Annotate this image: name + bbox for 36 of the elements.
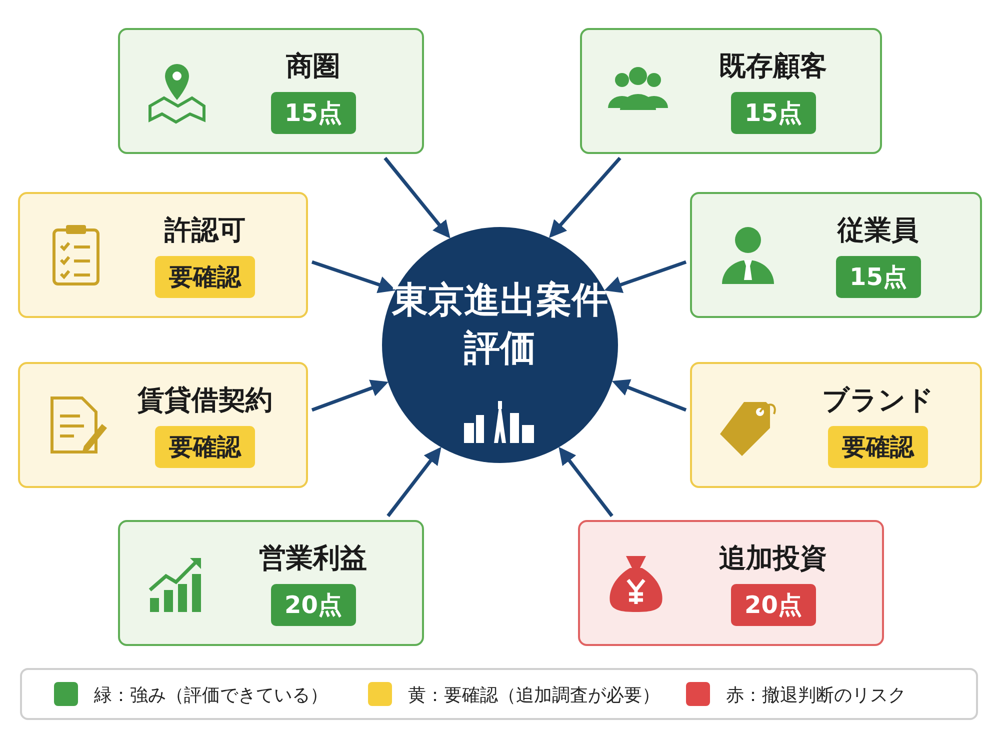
score-badge: 20点 (270, 584, 356, 626)
category-box (18, 362, 308, 488)
box-title: 許認可 (164, 214, 246, 248)
category-box (690, 192, 982, 318)
legend-text: 黄：要確認（追加調査が必要） (408, 684, 660, 707)
arrow (558, 446, 614, 518)
box-title: 従業員 (838, 214, 918, 248)
legend-text: 赤：撤退判断のリスク (726, 684, 906, 707)
category-box (118, 520, 424, 646)
arrow (311, 260, 396, 294)
box-title: 商圏 (286, 50, 340, 84)
box-title: 賃貸借契約 (138, 384, 272, 418)
score-badge: 15点 (270, 92, 356, 134)
category-box (578, 520, 884, 646)
category-box (18, 192, 308, 318)
box-title: 営業利益 (259, 542, 367, 576)
center-title: 東京進出案件評価 (390, 279, 609, 371)
arrow (311, 380, 388, 412)
score-badge: 15点 (836, 256, 921, 298)
arrow (384, 156, 450, 238)
score-badge: 要確認 (155, 426, 255, 468)
box-title: 追加投資 (719, 542, 827, 576)
arrow (612, 379, 687, 412)
category-box (580, 28, 882, 154)
box-title: 既存顧客 (719, 50, 827, 84)
category-box (118, 28, 424, 154)
arrow (548, 156, 622, 238)
category-box (690, 362, 982, 488)
arrow (604, 260, 687, 294)
score-badge: 20点 (730, 584, 816, 626)
box-title: ブランド (822, 384, 934, 418)
score-badge: 要確認 (828, 426, 928, 468)
arrow (386, 446, 442, 518)
score-badge: 要確認 (155, 256, 255, 298)
score-badge: 15点 (730, 92, 816, 134)
legend-text: 緑：強み（評価できている） (94, 684, 328, 707)
